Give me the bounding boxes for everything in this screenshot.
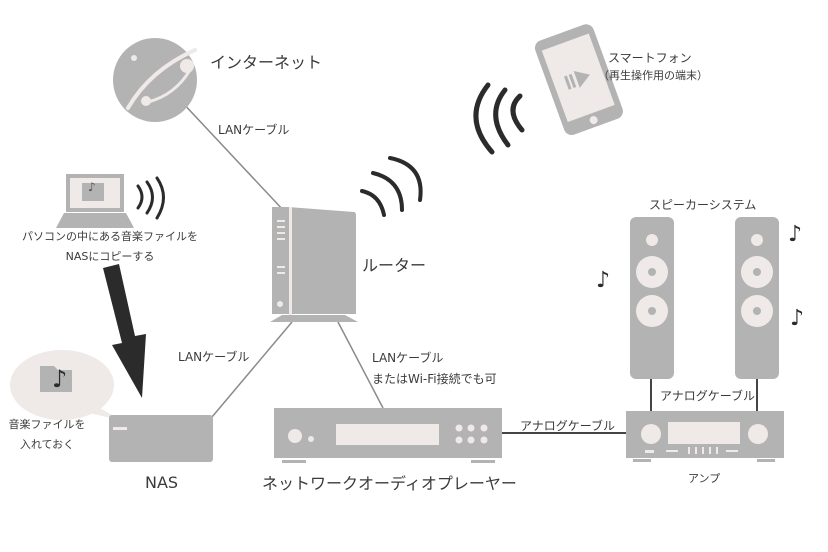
- smartphone-label: スマートフォン: [608, 51, 692, 65]
- edge-router-player: [337, 321, 384, 409]
- internet-globe-icon: [113, 38, 197, 122]
- amp-label: アンプ: [688, 472, 721, 485]
- edge-label-player-amp: アナログケーブル: [520, 419, 616, 433]
- nas-label: NAS: [145, 473, 179, 492]
- music-note-icon: ♪: [88, 180, 96, 194]
- internet-label: インターネット: [210, 53, 323, 72]
- edge-label-internet-router: LANケーブル: [218, 123, 290, 137]
- edge-label-amp-speakers: アナログケーブル: [660, 389, 756, 403]
- network-audio-player-icon: [274, 408, 502, 463]
- router-icon: [270, 207, 358, 322]
- edge-label-router-player-line2: またはWi-Fi接続でも可: [372, 372, 497, 386]
- amplifier-icon: [626, 411, 784, 462]
- copy-arrow-icon: [103, 264, 146, 398]
- nas-bubble-line2: 入れておく: [19, 438, 75, 451]
- laptop-icon: [56, 174, 134, 228]
- pc-label-line1: パソコンの中にある音楽ファイルを: [22, 230, 198, 243]
- nas-bubble-line1: 音楽ファイルを: [8, 418, 86, 431]
- speaker-left-icon: [630, 217, 674, 379]
- laptop-wifi-waves-icon: [136, 176, 165, 220]
- edge-nas-router: [211, 321, 293, 418]
- edge-label-nas-router: LANケーブル: [178, 350, 250, 364]
- music-note-icon: ♪: [52, 365, 68, 393]
- nas-speech-bubble: [10, 350, 120, 420]
- speakers-label: スピーカーシステム: [649, 198, 757, 212]
- edge-internet-router: [179, 99, 286, 213]
- pc-label-line2: NASにコピーする: [65, 250, 155, 263]
- router-wifi-waves-icon: [360, 156, 423, 217]
- music-note-icon: ♪: [596, 268, 611, 293]
- smartphone-icon: [534, 24, 623, 135]
- router-label: ルーター: [362, 256, 427, 275]
- smartphone-sublabel: （再生操作用の端末）: [598, 69, 708, 82]
- music-note-icon: ♪: [788, 222, 803, 247]
- player-label: ネットワークオーディオプレーヤー: [262, 474, 517, 493]
- smartphone-wifi-waves-icon: [473, 82, 525, 155]
- speaker-right-icon: [735, 217, 779, 379]
- music-note-icon: ♪: [790, 306, 805, 331]
- edge-label-router-player-line1: LANケーブル: [372, 351, 444, 365]
- nas-device-icon: [109, 415, 213, 462]
